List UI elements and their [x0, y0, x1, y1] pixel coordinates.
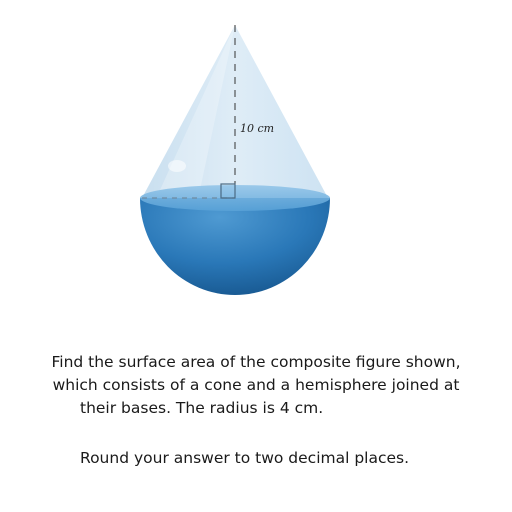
problem-line-1: Find the surface area of the composite f… — [51, 353, 461, 371]
cone-glare — [168, 160, 186, 172]
problem-line-2: which consists of a cone and a hemispher… — [52, 376, 460, 394]
hemisphere — [140, 198, 330, 295]
problem-line-3: their bases. The radius is 4 cm. — [80, 399, 324, 417]
composite-figure-svg: 10 cm — [140, 25, 330, 295]
right-angle-marker — [220, 183, 236, 199]
height-label: 10 cm — [240, 122, 274, 135]
cone — [142, 25, 328, 198]
cone-highlight — [160, 25, 235, 190]
composite-figure: 10 cm — [140, 25, 330, 295]
rounding-instruction: Round your answer to two decimal places. — [80, 449, 410, 467]
problem-text: Find the surface area of the composite f… — [20, 351, 492, 470]
